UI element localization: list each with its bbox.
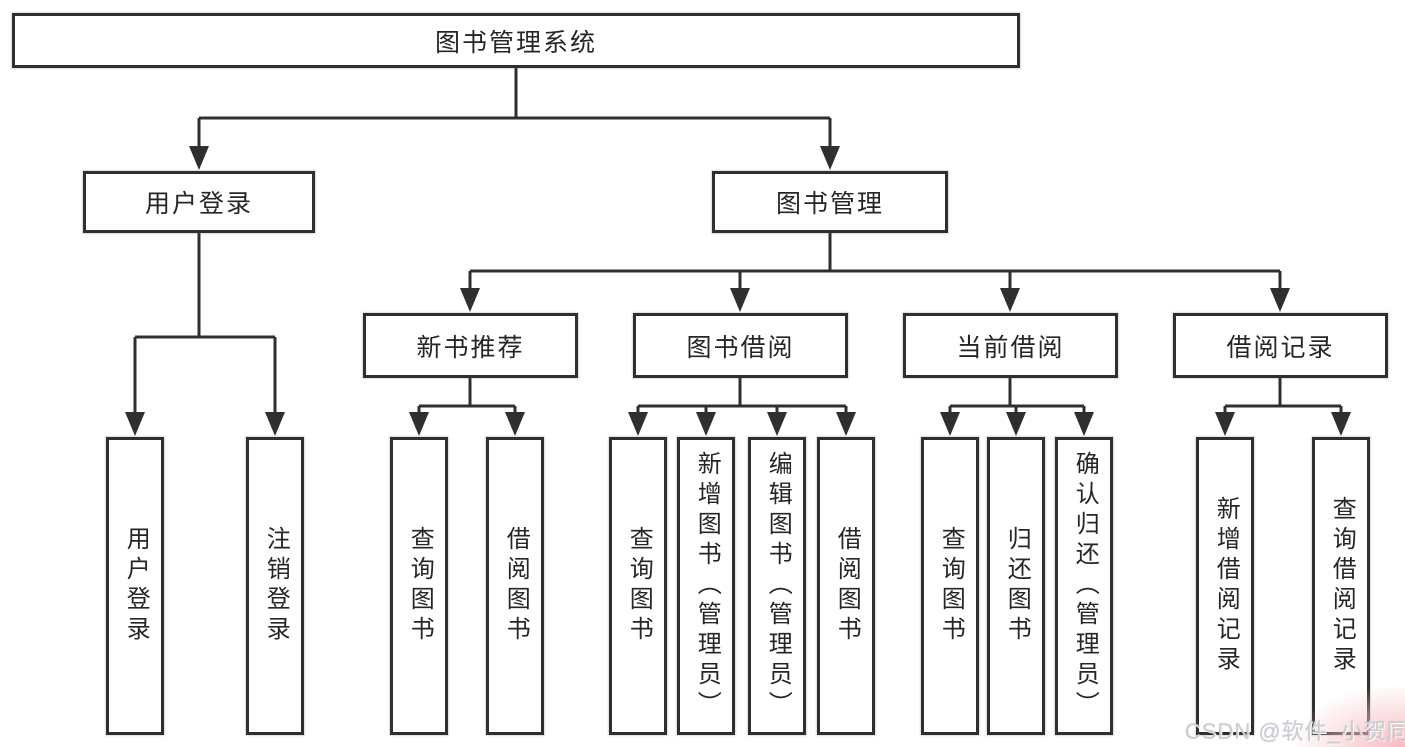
node-new-book-recommend: 新书推荐	[363, 313, 578, 378]
leaf-label: 借阅图书	[833, 526, 861, 646]
node-leaf-edit-book-admin: 编辑图书（管理员）	[748, 437, 806, 735]
node-current-borrow: 当前借阅	[903, 313, 1118, 378]
node-leaf-logout: 注销登录	[246, 437, 304, 735]
node-leaf-query-borrow-record: 查询借阅记录	[1312, 437, 1370, 735]
leaf-label: 编辑图书（管理员）	[764, 451, 792, 721]
leaf-label: 查询图书	[937, 526, 965, 646]
node-user-login: 用户登录	[83, 171, 315, 233]
node-leaf-add-book-admin: 新增图书（管理员）	[677, 437, 735, 735]
leaf-label: 查询图书	[406, 526, 434, 646]
leaf-label: 用户登录	[122, 526, 150, 646]
node-leaf-add-borrow-record: 新增借阅记录	[1196, 437, 1254, 735]
leaf-label: 确认归还（管理员）	[1071, 451, 1099, 721]
node-leaf-borrow-books-recommend: 借阅图书	[486, 437, 544, 735]
node-book-borrow: 图书借阅	[633, 313, 848, 378]
leaf-label: 注销登录	[262, 526, 290, 646]
leaf-label: 借阅图书	[502, 526, 530, 646]
node-library-system: 图书管理系统	[12, 13, 1020, 68]
node-leaf-return-book: 归还图书	[987, 437, 1045, 735]
node-leaf-query-books-recommend: 查询图书	[390, 437, 448, 735]
leaf-label: 归还图书	[1003, 526, 1031, 646]
node-leaf-user-login: 用户登录	[106, 437, 164, 735]
leaf-label: 新增借阅记录	[1212, 496, 1240, 676]
node-leaf-query-books-current: 查询图书	[921, 437, 979, 735]
node-book-management: 图书管理	[712, 171, 948, 233]
node-leaf-confirm-return-admin: 确认归还（管理员）	[1055, 437, 1113, 735]
arrowheads	[125, 146, 1351, 436]
node-leaf-borrow-books: 借阅图书	[817, 437, 875, 735]
leaf-label: 查询图书	[625, 526, 653, 646]
node-leaf-query-books-borrow: 查询图书	[609, 437, 667, 735]
node-borrow-records: 借阅记录	[1173, 313, 1388, 378]
leaf-label: 新增图书（管理员）	[693, 451, 721, 721]
csdn-watermark: CSDN @软件_小贺同学	[1185, 719, 1405, 744]
leaf-label: 查询借阅记录	[1328, 496, 1356, 676]
